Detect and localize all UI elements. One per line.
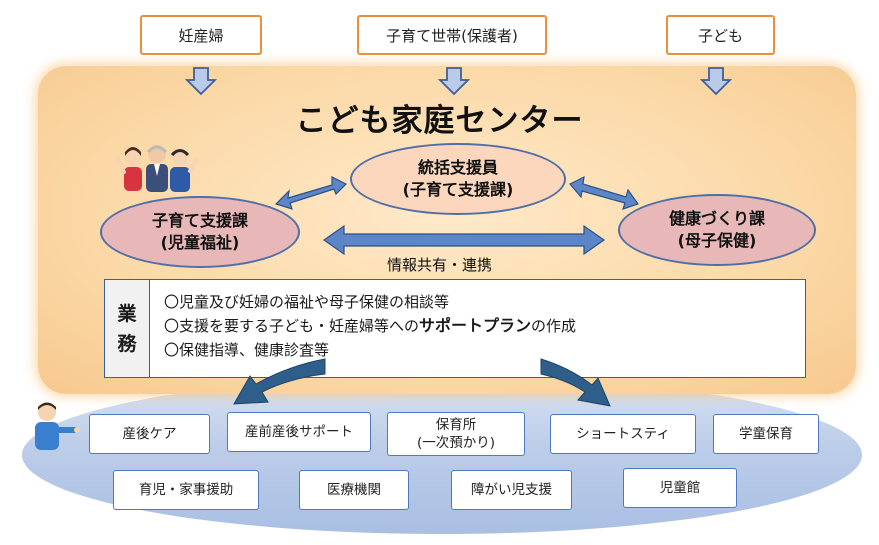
person-icon — [35, 402, 80, 450]
pregnant-label: 妊産婦 — [178, 26, 224, 45]
down-arrow-icon — [184, 67, 218, 96]
pregnant-box: 妊産婦 — [140, 15, 262, 55]
service-label: ショートスティ — [576, 426, 670, 442]
tasks-heading-char: 務 — [117, 332, 137, 355]
service-label: 児童館 — [659, 480, 701, 496]
service-label: 保育所 — [435, 417, 477, 433]
service-sublabel: (一次預かり) — [416, 435, 496, 451]
service-childrens-hall: 児童館 — [623, 468, 737, 508]
task-item: 〇児童及び妊婦の福祉や母子保健の相談等 — [164, 293, 450, 311]
childcare-title: 子育て支援課 — [151, 211, 248, 230]
health-oval: 健康づくり課 (母子保健) — [618, 194, 816, 266]
service-housework-help: 育児・家事援助 — [113, 470, 259, 510]
family-group-icon — [116, 145, 198, 192]
double-arrow-icon — [569, 175, 639, 210]
down-arrow-icon — [699, 67, 733, 96]
curved-arrow-icon — [233, 358, 326, 405]
page-title: こども家庭センター — [295, 103, 584, 139]
task-item-text: 〇支援を要する子ども・妊産婦等への — [164, 317, 420, 335]
service-after-school: 学童保育 — [713, 414, 819, 454]
coordinator-dept: (子育て支援課) — [402, 180, 514, 199]
service-disability-support: 障がい児支援 — [451, 470, 572, 510]
tasks-heading-char: 業 — [117, 302, 137, 325]
service-label: 障がい児支援 — [471, 482, 552, 498]
service-label: 医療機関 — [327, 482, 381, 498]
service-label: 産後ケア — [122, 426, 177, 442]
health-sub: (母子保健) — [677, 231, 757, 250]
guardians-label: 子育て世帯(保護者) — [386, 26, 518, 45]
service-short-stay: ショートスティ — [550, 414, 696, 454]
double-arrow-icon — [322, 224, 606, 256]
childcare-oval: 子育て支援課 (児童福祉) — [100, 196, 300, 268]
service-label: 学童保育 — [739, 426, 793, 442]
double-arrow-icon — [274, 176, 348, 210]
tasks-heading: 業 務 — [105, 280, 150, 377]
children-label: 子ども — [697, 26, 743, 45]
coordinator-oval: 統括支援員 (子育て支援課) — [350, 143, 566, 215]
coordinator-title: 統括支援員 — [417, 158, 498, 177]
support-plan-text: サポートプラン — [419, 316, 532, 335]
info-share-label: 情報共有・連携 — [386, 256, 492, 274]
service-label: 育児・家事援助 — [138, 482, 234, 498]
tasks-list: 〇児童及び妊婦の福祉や母子保健の相談等 〇支援を要する子ども・妊産婦等へのサポー… — [150, 280, 576, 377]
service-medical: 医療機関 — [299, 470, 409, 510]
health-title: 健康づくり課 — [668, 209, 765, 228]
guardians-box: 子育て世帯(保護者) — [357, 15, 547, 55]
task-item-text: の作成 — [531, 317, 577, 335]
tasks-box: 業 務 〇児童及び妊婦の福祉や母子保健の相談等 〇支援を要する子ども・妊産婦等へ… — [104, 279, 806, 378]
service-postpartum-care: 産後ケア — [89, 414, 210, 454]
childcare-sub: (児童福祉) — [160, 233, 240, 252]
service-label: 産前産後サポート — [245, 424, 353, 440]
task-item: 〇支援を要する子ども・妊産婦等へのサポートプランの作成 — [164, 314, 576, 338]
down-arrow-icon — [437, 67, 471, 96]
service-pre-post-support: 産前産後サポート — [227, 412, 371, 452]
curved-arrow-icon — [540, 358, 611, 407]
service-nursery: 保育所 (一次預かり) — [387, 412, 525, 456]
children-box: 子ども — [666, 15, 775, 55]
task-item: 〇保健指導、健康診査等 — [164, 341, 330, 359]
